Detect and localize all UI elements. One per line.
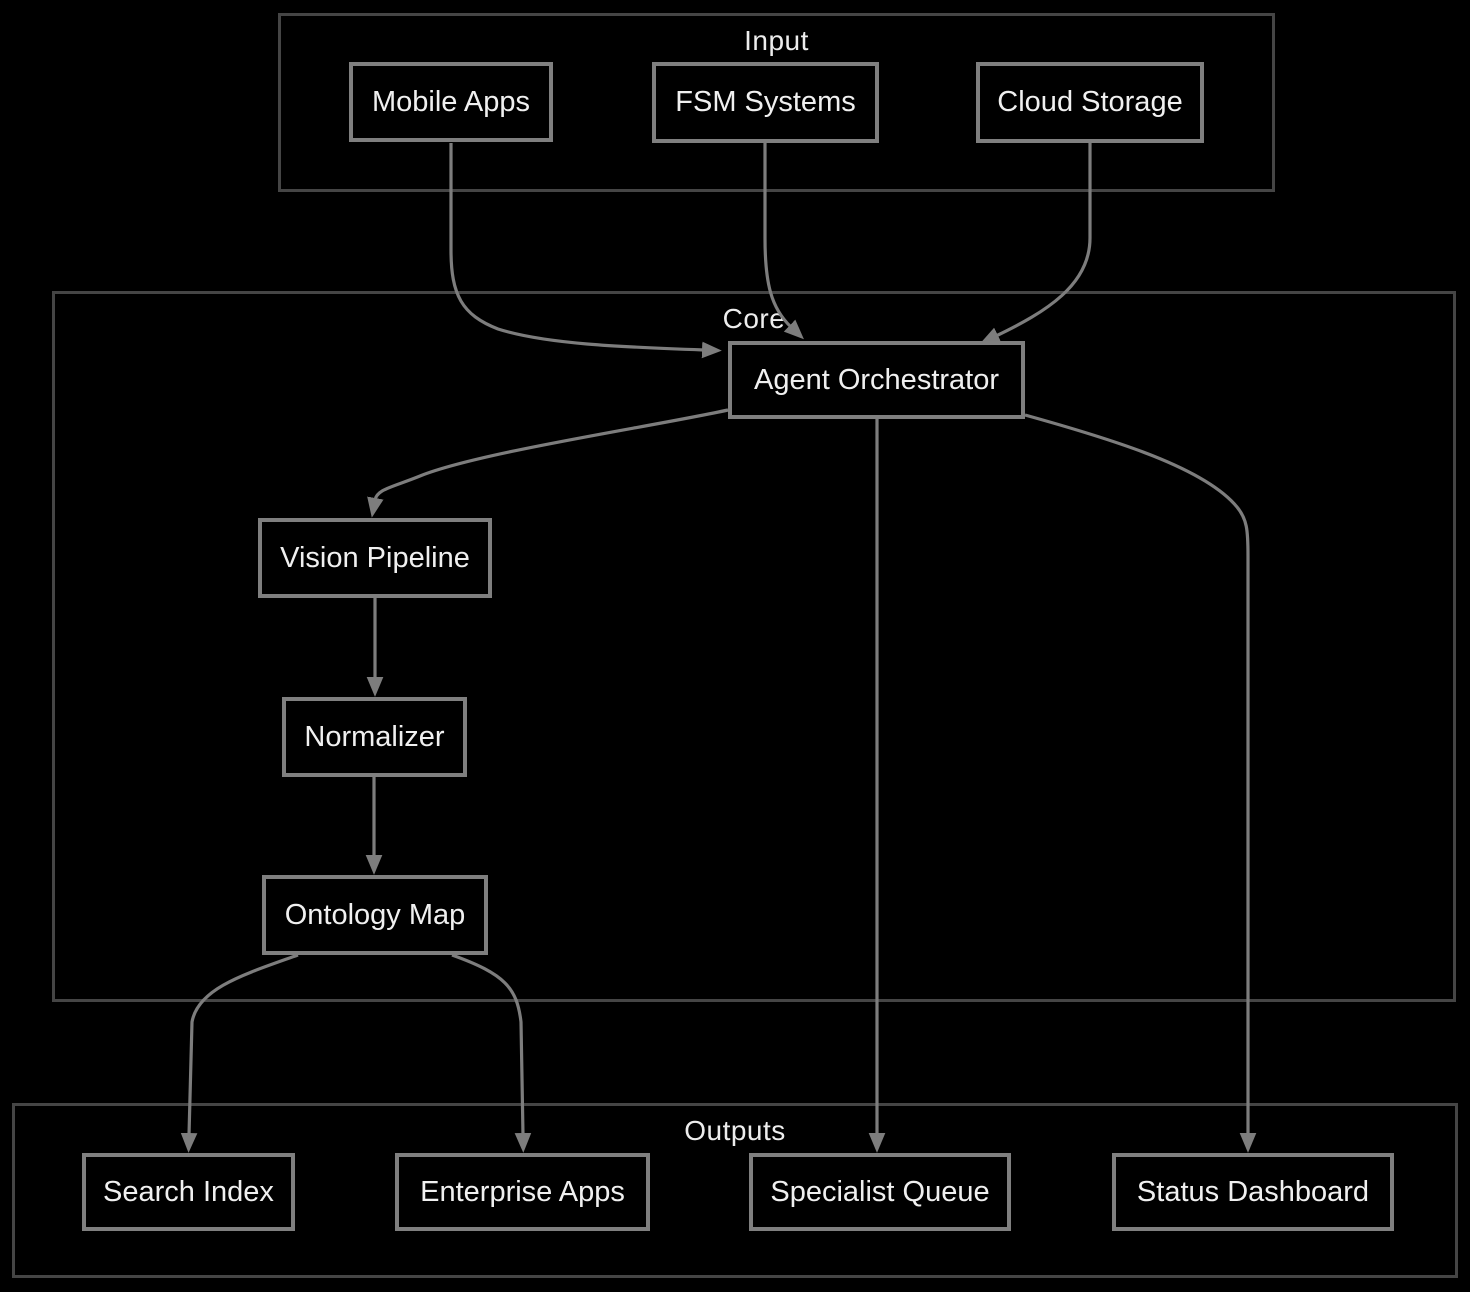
cluster-core-label: Core — [722, 303, 786, 334]
node-specialist-queue-label: Specialist Queue — [770, 1175, 990, 1208]
node-cloud-storage-label: Cloud Storage — [997, 86, 1183, 118]
node-specialist-queue: Specialist Queue — [749, 1153, 1011, 1231]
node-normalizer: Normalizer — [282, 697, 467, 777]
node-vision-pipeline-label: Vision Pipeline — [280, 541, 470, 574]
node-enterprise-apps-label: Enterprise Apps — [420, 1175, 625, 1208]
node-mobile-apps-label: Mobile Apps — [372, 85, 530, 118]
node-status-dashboard-label: Status Dashboard — [1136, 1175, 1370, 1208]
cluster-input-label: Input — [744, 25, 809, 56]
node-vision-pipeline: Vision Pipeline — [258, 518, 492, 598]
node-mobile-apps: Mobile Apps — [349, 62, 553, 142]
node-enterprise-apps: Enterprise Apps — [395, 1153, 650, 1231]
node-status-dashboard: Status Dashboard — [1112, 1153, 1394, 1231]
node-agent-orchestrator-label: Agent Orchestrator — [754, 363, 999, 396]
node-fsm-systems: FSM Systems — [652, 62, 879, 143]
node-normalizer-label: Normalizer — [304, 720, 445, 753]
node-fsm-systems-label: FSM Systems — [675, 86, 856, 118]
node-search-index-label: Search Index — [103, 1175, 274, 1208]
node-cloud-storage: Cloud Storage — [976, 62, 1204, 143]
node-search-index: Search Index — [82, 1153, 295, 1231]
node-agent-orchestrator: Agent Orchestrator — [728, 341, 1025, 419]
cluster-outputs-label: Outputs — [684, 1115, 786, 1146]
node-ontology-map-label: Ontology Map — [284, 898, 466, 931]
node-ontology-map: Ontology Map — [262, 875, 488, 955]
